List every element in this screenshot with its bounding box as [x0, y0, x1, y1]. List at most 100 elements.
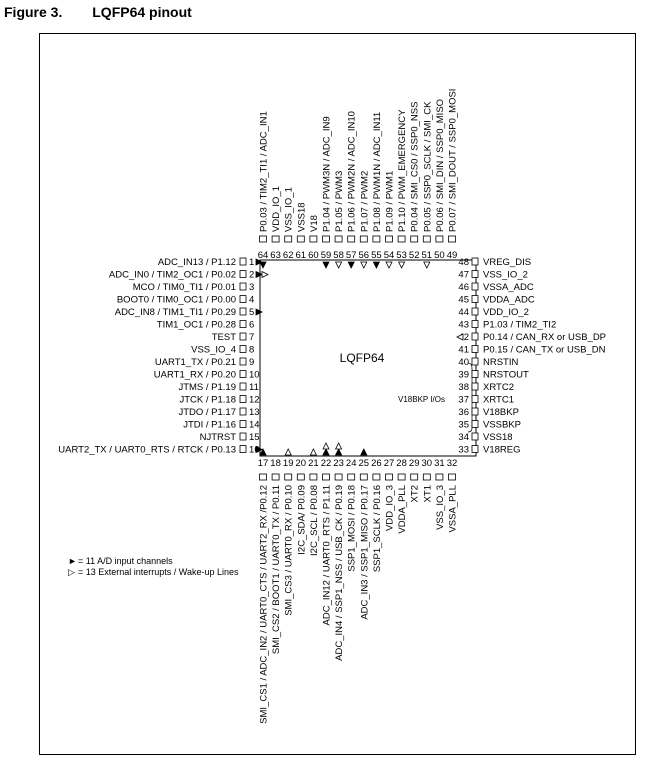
pin-53-pad	[397, 235, 406, 243]
pin-11-pad	[239, 382, 247, 391]
hollow-arrow-icon: ▷	[68, 567, 75, 577]
pin-18-pad	[271, 473, 280, 481]
pin-7-number: 7	[249, 332, 254, 343]
pin-31-label: VSS_IO_3	[435, 485, 446, 530]
pin-37-label: XRTC1	[483, 395, 514, 406]
pin-52-label: P0.04 / SMI_CS0 / SSP0_NSS	[410, 102, 421, 232]
pin-38-pad	[471, 382, 479, 391]
pin-57-number: 57	[346, 250, 357, 261]
pin-13-pad	[239, 407, 247, 416]
pin-49-pad	[448, 235, 456, 243]
pin-22-hollow-arrow-icon	[322, 442, 330, 450]
pin-38-label: XRTC2	[483, 382, 514, 393]
pin-36-pad	[471, 407, 479, 416]
pin-15-label: NJTRST	[200, 432, 237, 443]
pin-50-pad	[435, 235, 444, 243]
pin-58-number: 58	[333, 250, 344, 261]
pin-41-number: 41	[458, 345, 469, 356]
pin-38-number: 38	[458, 382, 469, 393]
pin-62-number: 62	[283, 250, 294, 261]
pin-52-pad	[410, 235, 419, 243]
pin-54-hollow-arrow-icon	[385, 261, 393, 269]
pin-2-hollow-arrow-icon	[261, 270, 269, 279]
pin-14-pad	[239, 420, 247, 428]
pin-12-number: 12	[249, 395, 260, 406]
pin-9-number: 9	[249, 357, 254, 368]
pin-46-label: VSSA_ADC	[483, 282, 534, 293]
pin-32-pad	[448, 473, 456, 481]
pin-22-filled-arrow-icon	[322, 448, 330, 456]
figure-frame	[39, 33, 636, 755]
pin-30-label: XT1	[422, 485, 433, 502]
pin-58-pad	[334, 235, 343, 243]
figure-number: Figure 3.	[4, 4, 63, 20]
pin-45-pad	[471, 295, 479, 303]
pin-49-number: 49	[447, 250, 458, 261]
pin-16-filled-arrow-icon	[255, 445, 263, 454]
pin-25-filled-arrow-icon	[360, 448, 368, 456]
pin-54-pad	[385, 235, 393, 243]
pin-6-number: 6	[249, 320, 254, 331]
pin-16-pad	[239, 445, 247, 453]
pin-10-number: 10	[249, 370, 260, 381]
pin-26-label: SSP1_SCLK / P0.16	[372, 485, 383, 572]
pin-25-label: ADC_IN3 / SSP1_MISO / P0.17	[359, 485, 370, 620]
pin-34-label: VSS18	[483, 432, 513, 443]
pin-64-filled-arrow-icon	[259, 261, 267, 269]
pin-6-pad	[239, 320, 247, 328]
pin-64-label: P0.03 / TIM2_TI1 / ADC_IN1	[259, 111, 270, 232]
chip-body	[259, 259, 477, 457]
pin-52-number: 52	[409, 250, 420, 261]
pin-24-label: SSP1_MOSI / P0.18	[347, 485, 358, 572]
pin-29-label: XT2	[410, 485, 421, 502]
legend-filled: ►= 11 A/D input channels	[68, 556, 239, 567]
pin-25-number: 25	[359, 458, 370, 469]
pin-44-pad	[471, 307, 479, 316]
pin-5-filled-arrow-icon	[255, 308, 263, 316]
pin-43-pad	[471, 320, 479, 328]
pin-36-label: V18BKP	[483, 407, 519, 418]
pin-33-pad	[471, 445, 479, 453]
pin-4-label: BOOT0 / TIM0_OC1 / P0.00	[117, 295, 236, 306]
pin-35-pad	[471, 420, 479, 428]
pin-54-label: P1.09 / PWM1	[385, 171, 396, 232]
pin-40-number: 40	[458, 357, 469, 368]
pin-24-number: 24	[346, 458, 357, 469]
filled-arrow-icon: ►	[68, 556, 77, 566]
pin-23-hollow-arrow-icon	[334, 442, 343, 450]
pin-14-label: JTDI / P1.16	[183, 420, 236, 431]
pin-33-number: 33	[458, 445, 469, 456]
pin-39-pad	[471, 370, 479, 378]
pin-34-pad	[471, 432, 479, 441]
pin-16-number: 16	[249, 445, 260, 456]
pin-53-label: P1.10 / PWM_EMERGENCY	[397, 109, 408, 232]
legend-filled-text: = 11 A/D input channels	[78, 556, 173, 566]
pin-10-label: UART1_RX / P0.20	[154, 370, 236, 381]
pin-63-number: 63	[270, 250, 281, 261]
pin-26-number: 26	[371, 458, 382, 469]
pin-60-number: 60	[308, 250, 319, 261]
pin-39-label: NRSTOUT	[483, 370, 529, 381]
pin-42-pad	[471, 332, 479, 341]
pin-44-number: 44	[458, 307, 469, 318]
pin-29-number: 29	[409, 458, 420, 469]
pin-56-number: 56	[359, 250, 370, 261]
pin-37-number: 37	[458, 395, 469, 406]
pin-18-label: SMI_CS2 / BOOT1 / UART0_TX / P0.11	[271, 485, 282, 654]
pin-26-pad	[372, 473, 381, 481]
pin-31-pad	[435, 473, 444, 481]
pin-53-number: 53	[396, 250, 407, 261]
pin-63-pad	[271, 235, 280, 243]
pin-59-label: P1.04 / PWM3N / ADC_IN9	[322, 116, 333, 232]
pin-13-number: 13	[249, 407, 260, 418]
pin-10-pad	[239, 370, 247, 378]
pin-20-number: 20	[296, 458, 307, 469]
pin-60-pad	[309, 235, 318, 243]
pin-18-number: 18	[270, 458, 281, 469]
pin-29-pad	[410, 473, 419, 481]
pin-8-pad	[239, 345, 247, 353]
pin-2-filled-arrow-icon	[255, 270, 263, 279]
pin-17-label: SMI_CS1 / ADC_IN2 / UART0_CTS / UART2_RX…	[259, 485, 270, 724]
pin-13-label: JTDO / P1.17	[178, 407, 236, 418]
vbkp-note: V18BKP I/Os	[398, 395, 445, 404]
